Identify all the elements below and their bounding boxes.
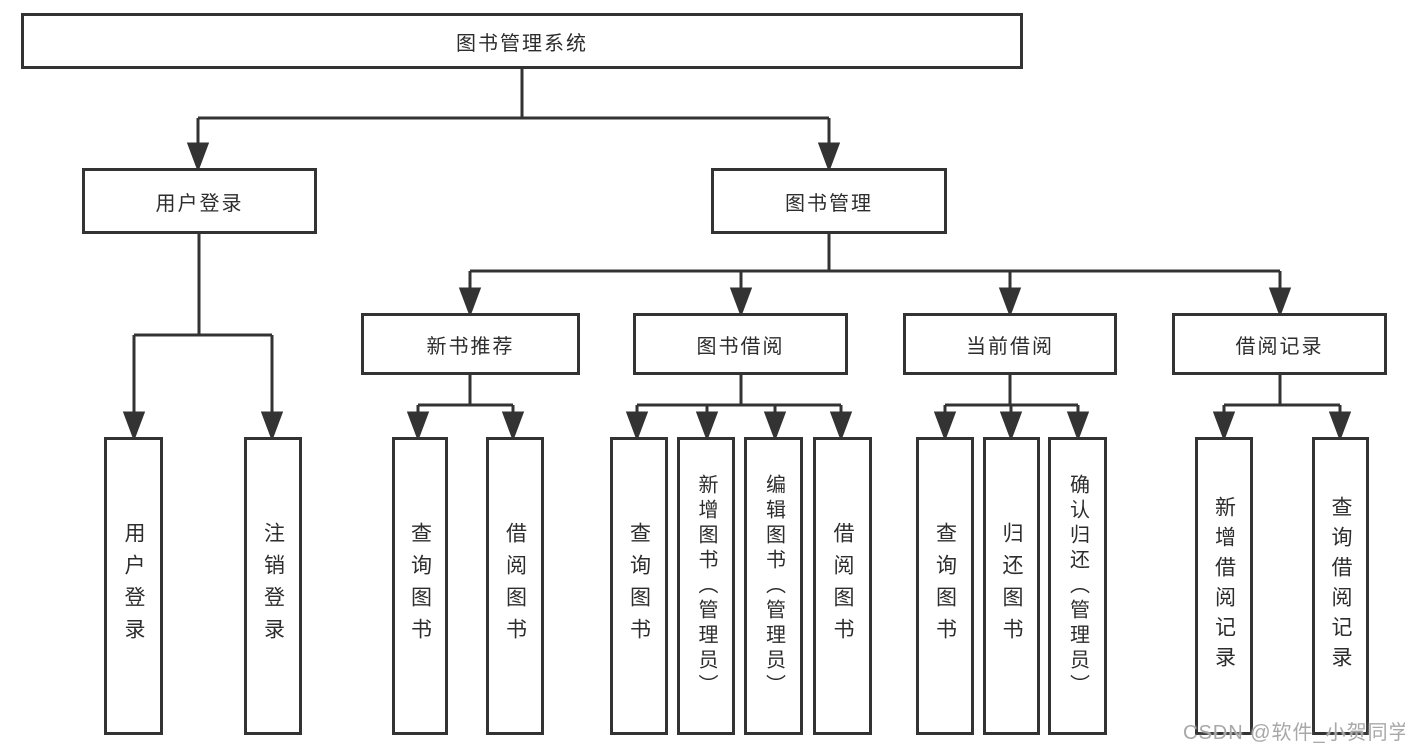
leaf-logout-label: 注销登录 xyxy=(261,522,285,650)
leaf-borrow-books: 借阅图书 xyxy=(813,437,872,735)
node-book-borrow: 图书借阅 xyxy=(633,313,848,375)
node-new-book-recommend: 新书推荐 xyxy=(361,313,580,375)
connector-book-borrow-to-leaves xyxy=(625,375,853,442)
node-root-system: 图书管理系统 xyxy=(21,13,1023,69)
leaf-user-login: 用户登录 xyxy=(104,437,163,735)
leaf-add-borrow-record: 新增借阅记录 xyxy=(1195,437,1253,735)
leaf-current-query-books: 查询图书 xyxy=(916,437,974,735)
node-root-label: 图书管理系统 xyxy=(456,32,588,55)
node-book-management: 图书管理 xyxy=(711,168,947,234)
leaf-recommend-query-books: 查询图书 xyxy=(392,437,448,735)
leaf-return-books-label: 归还图书 xyxy=(1000,522,1023,650)
node-current-borrow: 当前借阅 xyxy=(903,313,1117,375)
node-current-borrow-label: 当前借阅 xyxy=(966,335,1054,358)
leaf-recommend-query-books-label: 查询图书 xyxy=(408,522,432,650)
leaf-confirm-return-admin: 确认归还（管理员） xyxy=(1048,437,1107,735)
node-book-management-label: 图书管理 xyxy=(785,192,873,215)
node-book-borrow-label: 图书借阅 xyxy=(696,335,785,358)
leaf-recommend-borrow-books-label: 借阅图书 xyxy=(503,522,527,650)
leaf-return-books: 归还图书 xyxy=(983,437,1040,735)
leaf-recommend-borrow-books: 借阅图书 xyxy=(486,437,544,735)
leaf-edit-books-admin-label: 编辑图书（管理员） xyxy=(762,473,785,699)
connector-current-borrow-to-leaves xyxy=(933,375,1090,442)
node-borrow-records-label: 借阅记录 xyxy=(1235,335,1324,358)
connector-user-login-to-leaves xyxy=(122,234,284,442)
connector-root-to-level1 xyxy=(186,69,841,173)
leaf-borrow-books-label: 借阅图书 xyxy=(831,522,854,650)
leaf-logout: 注销登录 xyxy=(244,437,302,735)
leaf-borrow-query-books: 查询图书 xyxy=(610,437,668,735)
leaf-add-books-admin: 新增图书（管理员） xyxy=(677,437,735,735)
node-user-login: 用户登录 xyxy=(82,168,317,234)
leaf-add-borrow-record-label: 新增借阅记录 xyxy=(1212,496,1236,676)
leaf-query-borrow-record-label: 查询借阅记录 xyxy=(1329,496,1352,676)
leaf-current-query-books-label: 查询图书 xyxy=(933,522,957,650)
connector-borrow-records-to-leaves xyxy=(1212,375,1352,442)
leaf-add-books-admin-label: 新增图书（管理员） xyxy=(695,473,717,699)
leaf-query-borrow-record: 查询借阅记录 xyxy=(1312,437,1369,735)
node-user-login-label: 用户登录 xyxy=(155,192,244,215)
leaf-borrow-query-books-label: 查询图书 xyxy=(627,522,651,650)
node-borrow-records: 借阅记录 xyxy=(1172,313,1387,375)
connector-book-management-to-level2 xyxy=(458,234,1292,318)
leaf-edit-books-admin: 编辑图书（管理员） xyxy=(744,437,803,735)
node-new-book-recommend-label: 新书推荐 xyxy=(426,335,515,358)
connector-new-book-recommend-to-leaves xyxy=(406,375,525,442)
leaf-confirm-return-admin-label: 确认归还（管理员） xyxy=(1066,473,1089,699)
csdn-watermark: CSDN @软件_小贺同学 xyxy=(1183,722,1405,744)
leaf-user-login-label: 用户登录 xyxy=(122,522,145,650)
